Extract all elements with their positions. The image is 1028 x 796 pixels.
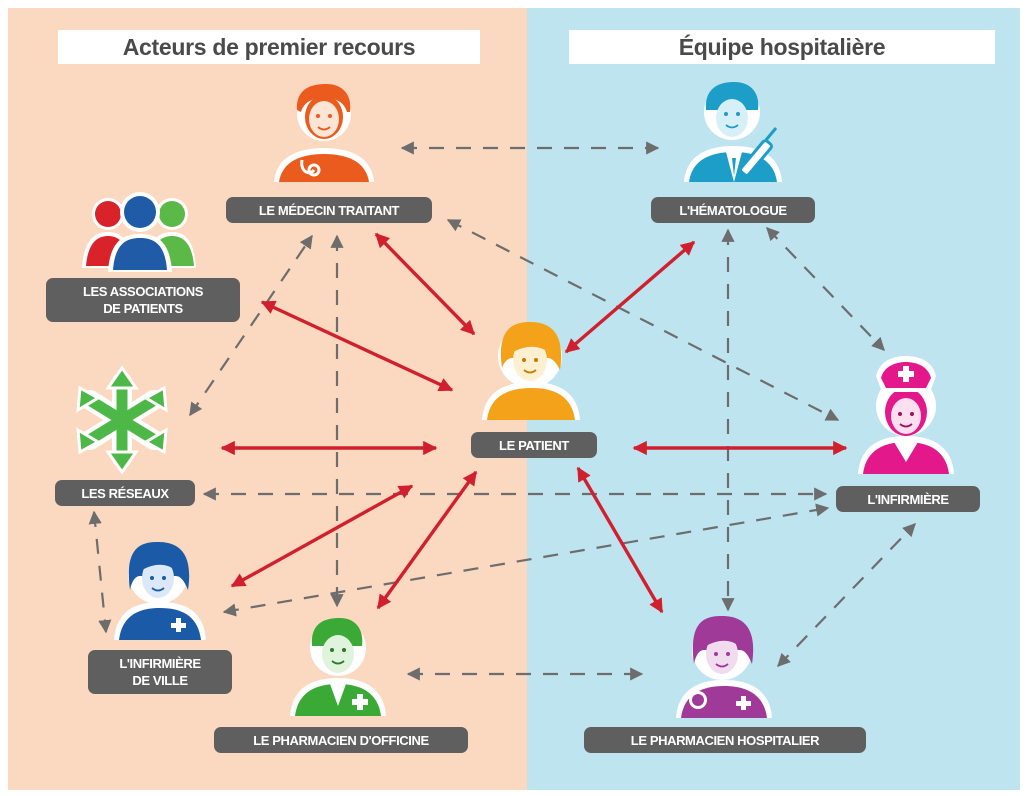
group-people-icon: [82, 192, 196, 272]
pharmacist-pills-icon: [676, 616, 772, 718]
link-reseaux-medecin: [189, 234, 313, 417]
label-line: L'HÉMATOLOGUE: [679, 202, 787, 218]
nurse-cap-icon: [858, 356, 954, 474]
primary-care-title: Acteurs de premier recours: [58, 30, 480, 64]
link-patient-associations: [260, 300, 454, 392]
label-line: LE PATIENT: [499, 437, 569, 453]
link-patient-medecin: [374, 232, 476, 336]
label-line: DE PATIENTS: [103, 301, 183, 316]
link-patient-pharmofficine: [376, 470, 478, 610]
doctor-stethoscope-icon: [274, 84, 374, 182]
link-hematologue-infirmiere: [766, 227, 885, 351]
node-label-associations: LES ASSOCIATIONS DE PATIENTS: [46, 278, 240, 322]
label-line: LES RÉSEAUX: [81, 485, 169, 501]
link-patient-pharmhosp: [576, 466, 664, 614]
doctor-syringe-icon: [684, 82, 782, 182]
label-line: LE PHARMACIEN HOSPITALIER: [630, 732, 820, 748]
link-patient-infville: [230, 484, 414, 588]
label-line: DE VILLE: [132, 673, 188, 688]
node-label-pharmofficine: LE PHARMACIEN D'OFFICINE: [214, 727, 468, 753]
pharmacist-cross-icon: [290, 618, 386, 716]
label-line: L'INFIRMIÈRE: [119, 656, 201, 671]
node-label-medecin: LE MÉDECIN TRAITANT: [226, 197, 432, 223]
patient-links: [220, 232, 848, 614]
label-line: LES ASSOCIATIONS: [82, 284, 203, 299]
node-label-hematologue: L'HÉMATOLOGUE: [651, 197, 815, 223]
node-label-reseaux: LES RÉSEAUX: [55, 480, 195, 506]
label-line: L'INFIRMIÈRE: [867, 491, 949, 507]
node-label-infirmiere: L'INFIRMIÈRE: [836, 486, 980, 512]
node-label-infville: L'INFIRMIÈRE DE VILLE: [88, 650, 232, 694]
nurse-cross-icon: [114, 542, 206, 640]
link-reseaux-infville: [88, 510, 112, 634]
label-line: LE PHARMACIEN D'OFFICINE: [253, 732, 429, 748]
label-line: LE MÉDECIN TRAITANT: [258, 202, 400, 218]
link-infville-infirmiere: [222, 503, 830, 617]
patient-woman-icon: [482, 322, 580, 420]
node-label-pharmhosp: LE PHARMACIEN HOSPITALIER: [584, 727, 866, 753]
hospital-team-title: Équipe hospitalière: [569, 30, 995, 64]
network-arrows-icon: [76, 365, 168, 475]
node-label-patient: LE PATIENT: [471, 432, 597, 458]
link-pharmhosp-infirmiere: [777, 523, 916, 667]
link-patient-hematologue: [564, 240, 696, 354]
